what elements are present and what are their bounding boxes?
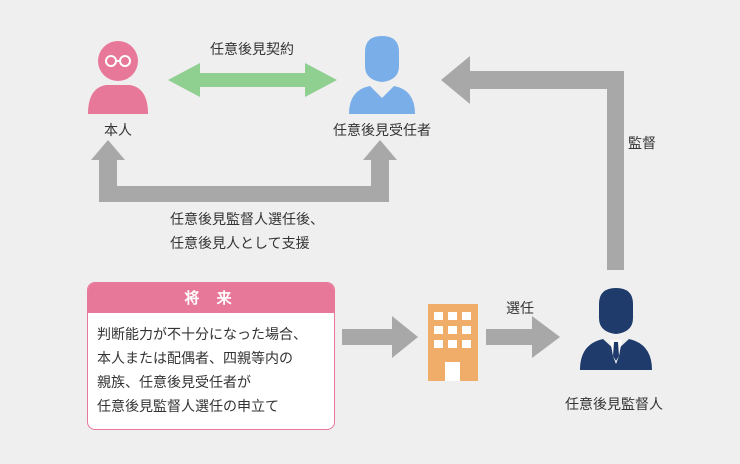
businessman-icon <box>580 288 652 370</box>
appointment-arrow <box>486 316 560 358</box>
principal-label: 本人 <box>104 123 132 139</box>
future-line: 任意後見監督人選任の申立て <box>97 399 279 415</box>
future-title: 将 来 <box>88 283 334 313</box>
petition-arrow <box>342 316 418 358</box>
appointment-label: 選任 <box>506 301 534 317</box>
elderly-person-icon <box>88 41 148 114</box>
support-arrow <box>91 140 397 202</box>
future-body: 判断能力が不十分になった場合、 本人または配偶者、四親等内の 親族、任意後見受任… <box>88 313 334 419</box>
supervision-arrow <box>441 56 624 270</box>
future-line: 判断能力が不十分になった場合、 <box>97 327 307 343</box>
guardian-label: 任意後見受任者 <box>333 123 431 139</box>
contract-double-arrow <box>168 63 337 97</box>
contract-label: 任意後見契約 <box>210 42 294 58</box>
future-box: 将 来 判断能力が不十分になった場合、 本人または配偶者、四親等内の 親族、任意… <box>87 282 335 430</box>
support-note: 任意後見監督人選任後、 任意後見人として支援 <box>170 208 324 256</box>
future-line: 親族、任意後見受任者が <box>97 375 251 391</box>
support-note-line: 任意後見人として支援 <box>170 236 310 252</box>
supervision-label: 監督 <box>628 136 656 152</box>
person-icon <box>349 36 415 114</box>
supervisor-label: 任意後見監督人 <box>565 397 663 413</box>
future-line: 本人または配偶者、四親等内の <box>97 351 293 367</box>
support-note-line: 任意後見監督人選任後、 <box>170 212 324 228</box>
building-icon <box>428 304 478 381</box>
